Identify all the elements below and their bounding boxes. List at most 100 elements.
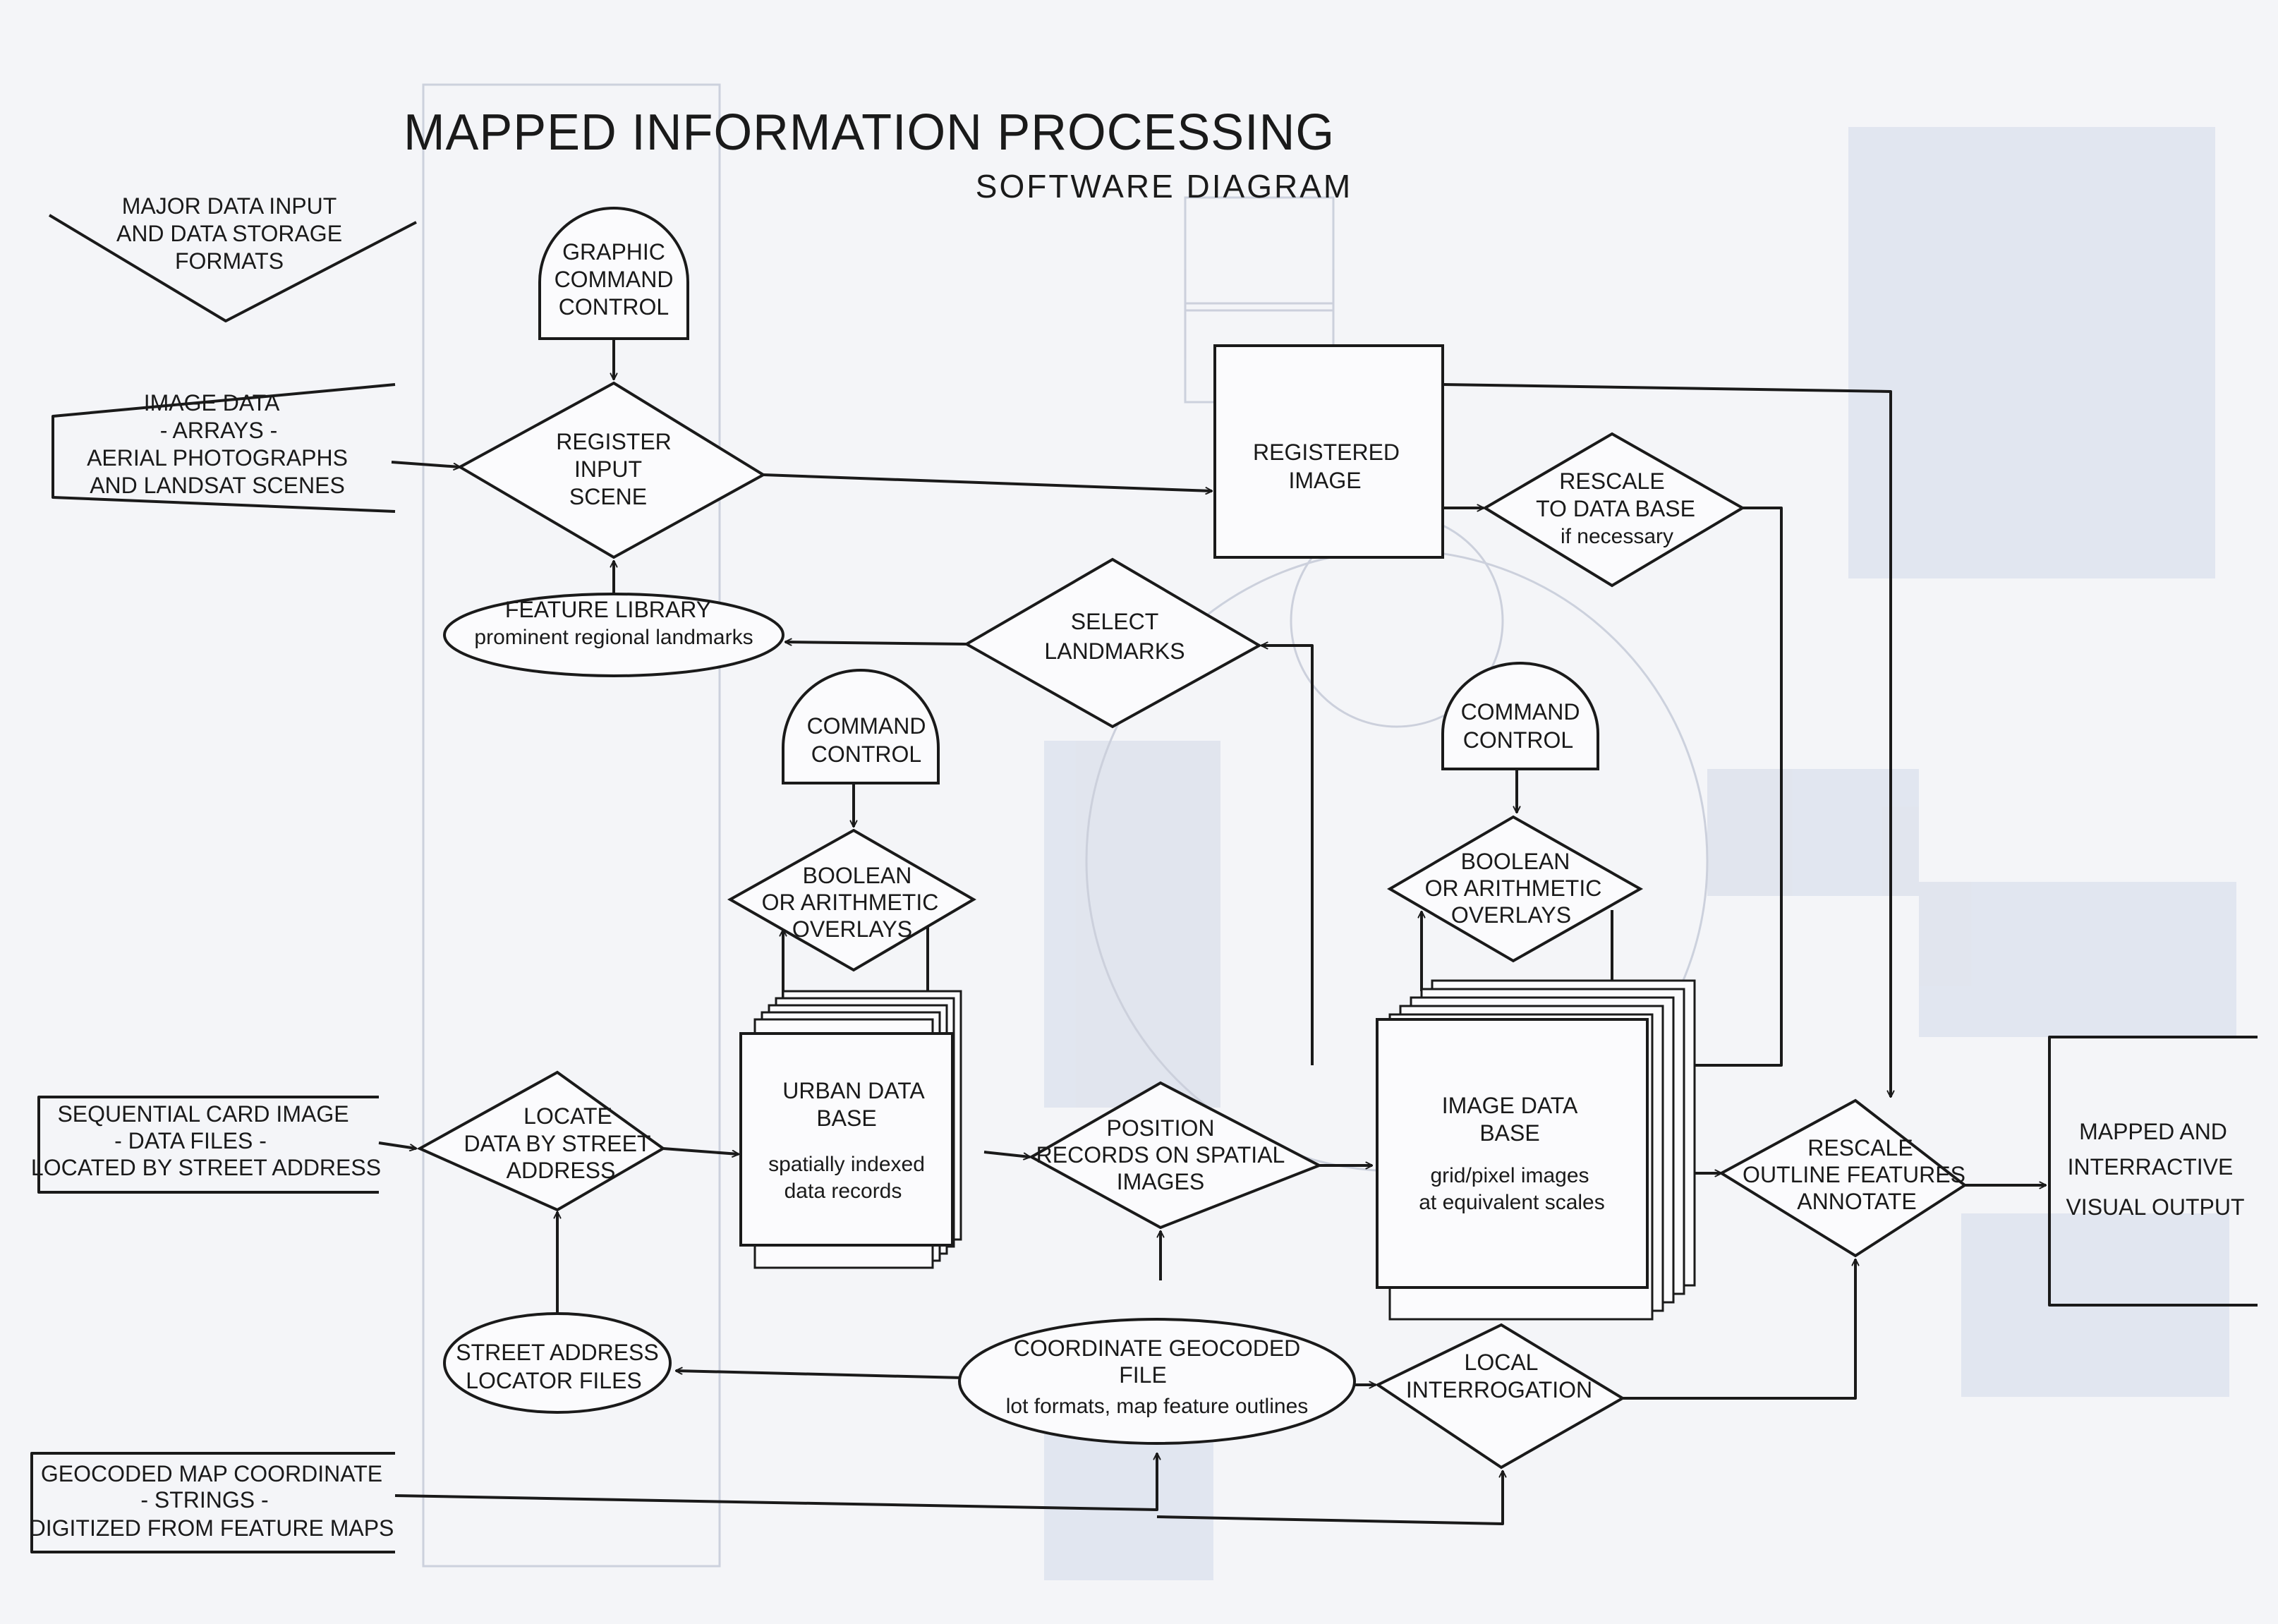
- geocoded-map-input-node: GEOCODED MAP COORDINATE - STRINGS - DIGI…: [30, 1452, 395, 1553]
- output-line-2: INTERRACTIVE: [2068, 1154, 2234, 1180]
- output-line-3: VISUAL OUTPUT: [2066, 1194, 2244, 1220]
- street-files-line-1: STREET ADDRESS: [456, 1340, 658, 1365]
- interrogation-line-2: INTERROGATION: [1406, 1377, 1592, 1402]
- edge-imagedb-to-select: [1261, 646, 1314, 1065]
- boolean-right-line-3: OVERLAYS: [1451, 902, 1571, 928]
- command-right-line-2: CONTROL: [1463, 727, 1573, 753]
- boolean-overlays-left-node: BOOLEAN OR ARITHMETIC OVERLAYS: [727, 828, 976, 972]
- edge-registered-to-rescale-outline: [1442, 383, 1891, 1097]
- registered-line-1: REGISTERED: [1253, 440, 1400, 465]
- locate-line-2: DATA BY STREET: [464, 1131, 651, 1156]
- feature-library-line-1: FEATURE LIBRARY: [505, 597, 711, 622]
- image-data-input-node: IMAGE DATA - ARRAYS - AERIAL PHOTOGRAPHS…: [52, 383, 396, 513]
- rescale-db-line-1: RESCALE: [1559, 468, 1664, 494]
- boolean-left-line-3: OVERLAYS: [792, 916, 912, 942]
- local-interrogation-node: LOCAL INTERROGATION: [1374, 1323, 1625, 1470]
- image-data-base-node: IMAGE DATA BASE grid/pixel images at equ…: [1376, 979, 1696, 1321]
- image-input-line-3: AERIAL PHOTOGRAPHS: [87, 445, 348, 471]
- coordinate-geocoded-file-node: COORDINATE GEOCODED FILE lot formats, ma…: [958, 1318, 1356, 1445]
- register-line-3: SCENE: [569, 484, 647, 509]
- graphic-command-control-node: GRAPHIC COMMAND CONTROL: [538, 207, 689, 340]
- edge-register-to-registered: [763, 473, 1212, 491]
- boolean-right-line-2: OR ARITHMETIC: [1425, 875, 1602, 901]
- registered-line-2: IMAGE: [1288, 468, 1361, 493]
- image-input-line-1: IMAGE DATA: [144, 390, 280, 416]
- edge-geoinput-to-interrogation: [1156, 1471, 1503, 1525]
- position-line-1: POSITION: [1107, 1115, 1215, 1141]
- rescale-db-line-2: TO DATA BASE: [1536, 496, 1695, 521]
- interrogation-line-1: LOCAL: [1465, 1350, 1539, 1375]
- edge-interrogation-to-rescale-outline: [1623, 1259, 1855, 1400]
- edge-geocoded-to-street: [676, 1371, 964, 1379]
- register-line-2: INPUT: [574, 456, 642, 482]
- geocoded-file-line-2: FILE: [1119, 1362, 1167, 1388]
- graphic-command-line-2: COMMAND: [555, 267, 674, 292]
- legend-line-1: MAJOR DATA INPUT: [122, 193, 337, 219]
- geo-input-line-1: GEOCODED MAP COORDINATE: [41, 1461, 382, 1486]
- command-control-right-node: COMMAND CONTROL: [1441, 662, 1599, 770]
- image-db-line-2: BASE: [1479, 1120, 1539, 1146]
- rescale-outline-line-3: ANNOTATE: [1797, 1189, 1916, 1214]
- urban-line-2: BASE: [816, 1105, 876, 1131]
- geo-input-line-3: DIGITIZED FROM FEATURE MAPS: [30, 1515, 394, 1541]
- position-records-node: POSITION RECORDS ON SPATIAL IMAGES: [1028, 1081, 1323, 1230]
- street-files-line-2: LOCATOR FILES: [466, 1368, 642, 1393]
- graphic-command-line-1: GRAPHIC: [562, 239, 665, 265]
- edge-image-to-register: [391, 461, 460, 467]
- sequential-card-input-node: SEQUENTIAL CARD IMAGE - DATA FILES - LOC…: [31, 1096, 381, 1194]
- feature-library-line-2: prominent regional landmarks: [474, 626, 753, 649]
- boolean-left-line-1: BOOLEAN: [803, 863, 912, 888]
- rescale-outline-line-2: OUTLINE FEATURES: [1743, 1162, 1965, 1187]
- rescale-outline-annotate-node: RESCALE OUTLINE FEATURES ANNOTATE: [1719, 1098, 1968, 1258]
- boolean-left-line-2: OR ARITHMETIC: [762, 890, 939, 915]
- legend-line-2: AND DATA STORAGE: [116, 221, 342, 246]
- locate-data-node: LOCATE DATA BY STREET ADDRESS: [416, 1070, 666, 1212]
- command-control-left-node: COMMAND CONTROL: [782, 669, 940, 784]
- image-db-line-4: at equivalent scales: [1419, 1191, 1605, 1214]
- select-line-1: SELECT: [1071, 609, 1158, 634]
- locate-line-3: ADDRESS: [507, 1158, 616, 1183]
- diagram-subtitle: SOFTWARE DIAGRAM: [976, 168, 1352, 205]
- rescale-outline-line-1: RESCALE: [1807, 1135, 1913, 1161]
- locate-line-1: LOCATE: [523, 1103, 612, 1129]
- edge-urban-to-position: [983, 1151, 1030, 1157]
- card-input-line-1: SEQUENTIAL CARD IMAGE: [57, 1101, 349, 1127]
- edge-locate-to-urban: [662, 1147, 739, 1154]
- graphic-command-line-3: CONTROL: [559, 294, 669, 320]
- boolean-right-line-1: BOOLEAN: [1461, 849, 1570, 874]
- select-landmarks-node: SELECT LANDMARKS: [963, 557, 1263, 729]
- urban-data-base-node: URBAN DATA BASE spatially indexed data r…: [739, 990, 962, 1269]
- image-db-line-3: grid/pixel images: [1430, 1164, 1589, 1187]
- rescale-db-line-3: if necessary: [1561, 525, 1673, 548]
- position-line-2: RECORDS ON SPATIAL: [1036, 1142, 1285, 1168]
- geocoded-file-line-1: COORDINATE GEOCODED: [1014, 1335, 1301, 1361]
- command-left-line-1: COMMAND: [807, 713, 926, 739]
- boolean-overlays-right-node: BOOLEAN OR ARITHMETIC OVERLAYS: [1387, 815, 1644, 963]
- edge-card-to-locate: [378, 1141, 416, 1149]
- geo-input-line-2: - STRINGS -: [140, 1487, 268, 1513]
- urban-line-1: URBAN DATA: [782, 1078, 925, 1103]
- select-line-2: LANDMARKS: [1044, 638, 1185, 664]
- legend-storage-symbol: MAJOR DATA INPUT AND DATA STORAGE FORMAT…: [48, 193, 417, 322]
- registered-image-node: REGISTERED IMAGE: [1213, 344, 1444, 559]
- image-input-line-4: AND LANDSAT SCENES: [90, 473, 345, 498]
- position-line-3: IMAGES: [1117, 1169, 1204, 1194]
- register-line-1: REGISTER: [556, 429, 672, 454]
- connectors: [378, 339, 2046, 1525]
- image-db-line-1: IMAGE DATA: [1442, 1093, 1578, 1118]
- command-left-line-2: CONTROL: [811, 741, 921, 767]
- register-input-scene-node: REGISTER INPUT SCENE: [456, 381, 766, 559]
- rescale-to-data-base-node: RESCALE TO DATA BASE if necessary: [1482, 432, 1745, 588]
- card-input-line-2: - DATA FILES -: [114, 1128, 267, 1153]
- geocoded-file-line-3: lot formats, map feature outlines: [1006, 1395, 1309, 1418]
- visual-output-node: MAPPED AND INTERRACTIVE VISUAL OUTPUT: [2048, 1036, 2258, 1307]
- card-input-line-3: LOCATED BY STREET ADDRESS: [31, 1155, 381, 1180]
- edge-select-to-library: [785, 642, 967, 644]
- feature-library-node: FEATURE LIBRARY prominent regional landm…: [443, 593, 784, 677]
- diagram-title: MAPPED INFORMATION PROCESSING: [404, 104, 1335, 161]
- image-input-line-2: - ARRAYS -: [160, 418, 278, 443]
- urban-line-4: data records: [784, 1180, 902, 1203]
- edge-geoinput-to-geocoded: [394, 1453, 1157, 1511]
- urban-line-3: spatially indexed: [768, 1153, 925, 1176]
